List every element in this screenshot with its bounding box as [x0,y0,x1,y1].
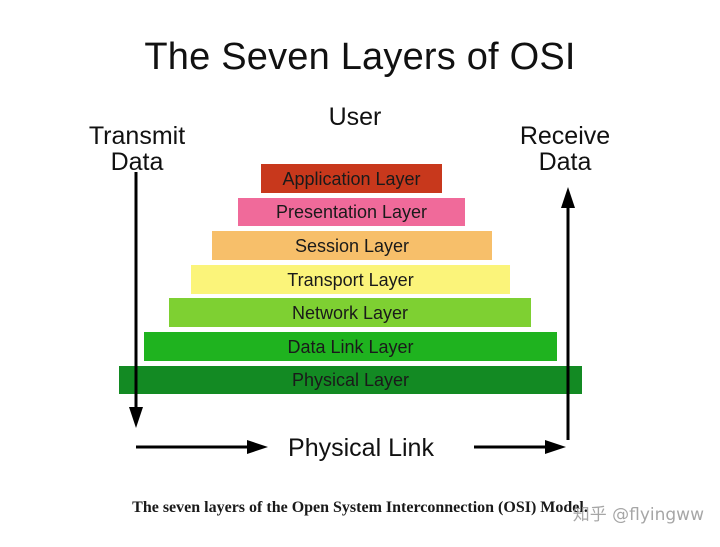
layer-network: Network Layer [169,298,531,327]
watermark: 知乎 @flyingww [572,505,704,525]
diagram-caption: The seven layers of the Open System Inte… [132,499,588,516]
receive-up-arrowhead [561,187,575,208]
data-label-line: Data [110,148,164,176]
transmit-down-arrowhead [129,407,143,428]
physical-link-arrowhead-1 [247,440,268,454]
layer-physical: Physical Layer [119,366,582,394]
physical-link-arrowhead-2 [545,440,566,454]
transmit-data-label: Transmit Data [72,123,202,175]
layer-transport: Transport Layer [191,265,510,294]
data-label-line: Data [538,148,592,176]
physical-link-label: Physical Link [288,434,434,462]
receive-label-line: Receive [519,122,611,150]
diagram-title: The Seven Layers of OSI [144,36,576,78]
transmit-label-line: Transmit [88,122,186,150]
user-label: User [328,103,382,131]
layer-presentation: Presentation Layer [238,198,465,226]
receive-data-label: Receive Data [500,123,630,175]
layer-application: Application Layer [261,164,442,193]
layer-session: Session Layer [212,231,492,260]
layer-data-link: Data Link Layer [144,332,557,361]
